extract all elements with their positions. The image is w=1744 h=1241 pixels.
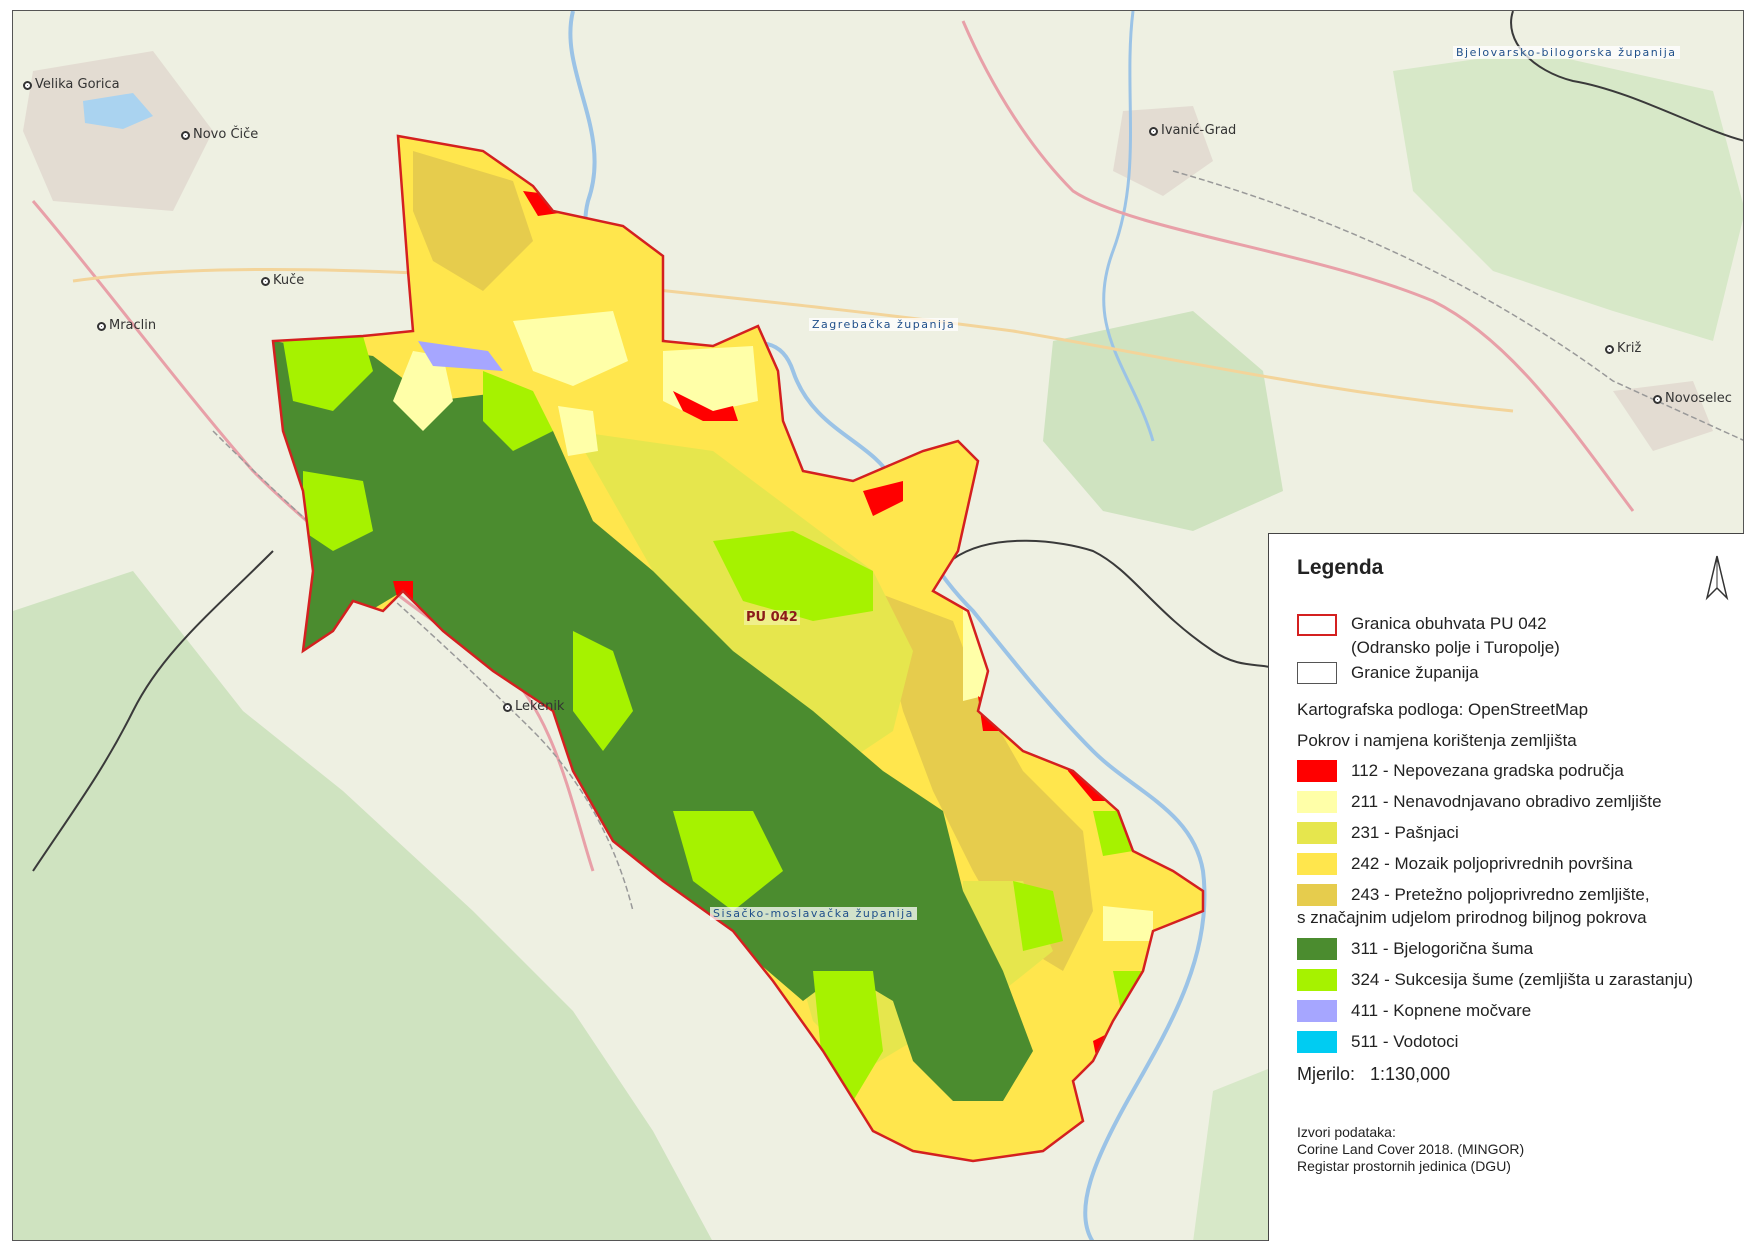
landcover-label: 324 - Sukcesija šume (zemljišta u zarast…: [1351, 970, 1694, 989]
source-item: Corine Land Cover 2018. (MINGOR): [1297, 1141, 1525, 1157]
landcover-title: Pokrov i namjena korištenja zemljišta: [1297, 731, 1577, 750]
county-label-zagreb: Zagrebačka županija: [809, 318, 959, 331]
basemap-urban-area: [1113, 106, 1213, 196]
county-boundary: [952, 539, 1282, 672]
basemap-lake: [83, 93, 153, 129]
basemap-urban-area: [1613, 381, 1713, 451]
county-boundary-label: Granice županija: [1351, 663, 1479, 682]
pu-boundary-label-1: Granica obuhvata PU 042: [1351, 614, 1547, 633]
landcover-label: 511 - Vodotoci: [1351, 1032, 1459, 1051]
landcover-112: [863, 481, 903, 516]
settlement-icon: [23, 81, 32, 90]
county-label-bjelovar: Bjelovarsko-bilogorska županija: [1453, 46, 1680, 59]
landcover-swatch: [1297, 1000, 1337, 1022]
pu-boundary-label-2: (Odransko polje i Turopolje): [1351, 638, 1560, 657]
place-label[interactable]: Lekenik: [503, 699, 564, 714]
place-label[interactable]: Novo Čiče: [181, 127, 258, 142]
place-label[interactable]: Mraclin: [97, 318, 156, 333]
basemap-railway: [212, 430, 634, 912]
landcover-label: 112 - Nepovezana gradska područja: [1351, 761, 1624, 780]
landcover-swatch: [1297, 884, 1337, 906]
basemap-forest-area: [13, 571, 712, 1240]
settlement-icon: [97, 322, 106, 331]
landcover-label: 243 - Pretežno poljoprivredno zemljište,: [1351, 885, 1650, 904]
legend-title: Legenda: [1297, 556, 1384, 579]
settlement-icon: [1149, 127, 1158, 136]
landcover-211: [513, 311, 628, 386]
landcover-label: 211 - Nenavodnjavano obradivo zemljište: [1351, 792, 1662, 811]
north-arrow-icon: [1705, 555, 1729, 601]
landcover-swatch: [1297, 938, 1337, 960]
place-label[interactable]: Križ: [1605, 341, 1641, 356]
basemap-road: [72, 267, 1514, 413]
landcover-label: 242 - Mozaik poljoprivrednih površina: [1351, 854, 1633, 873]
source-item: Registar prostornih jedinica (DGU): [1297, 1158, 1511, 1174]
basemap-urban-area: [23, 51, 213, 211]
landcover-swatch: [1297, 1031, 1337, 1053]
scale: Mjerilo: 1:130,000: [1297, 1064, 1451, 1084]
basemap-forest-area: [1393, 51, 1743, 341]
landcover-label: 311 - Bjelogorična šuma: [1351, 939, 1534, 958]
landcover-label: 411 - Kopnene močvare: [1351, 1001, 1532, 1020]
landcover-label: s značajnim udjelom prirodnog biljnog po…: [1297, 908, 1647, 927]
basemap-road: [961, 20, 1635, 512]
landcover-label: 231 - Pašnjaci: [1351, 823, 1459, 842]
landcover-243: [413, 151, 533, 291]
pu-boundary[interactable]: [271, 134, 1205, 1163]
landcover-324: [713, 531, 873, 621]
county-boundary: [1510, 11, 1743, 142]
landcover-swatch: [1297, 760, 1337, 782]
place-label[interactable]: Velika Gorica: [23, 77, 120, 92]
settlement-icon: [1653, 395, 1662, 404]
basemap-railway: [1172, 170, 1743, 441]
landcover-211: [393, 351, 453, 431]
landcover-324: [573, 631, 633, 751]
landcover-swatch: [1297, 822, 1337, 844]
landcover-324: [483, 371, 553, 451]
settlement-icon: [261, 277, 270, 286]
settlement-icon: [181, 131, 190, 140]
settlement-icon: [1605, 345, 1614, 354]
sources-title: Izvori podataka:: [1297, 1124, 1396, 1140]
basemap-credit: Kartografska podloga: OpenStreetMap: [1297, 700, 1589, 719]
landcover-swatch: [1297, 853, 1337, 875]
basemap-river: [1102, 11, 1155, 442]
landcover-324: [1013, 881, 1063, 951]
landcover-swatch: [1297, 791, 1337, 813]
county-boundary-swatch: [1297, 662, 1337, 684]
pu-boundary-swatch: [1297, 614, 1337, 636]
landcover-swatch: [1297, 969, 1337, 991]
landcover-211: [1103, 906, 1153, 941]
landcover-243: [873, 591, 1093, 971]
landcover-324: [283, 336, 373, 411]
landcover-112: [673, 391, 738, 421]
basemap-forest-area: [1043, 311, 1283, 531]
place-label[interactable]: Kuče: [261, 273, 304, 288]
landcover-324: [673, 811, 783, 911]
legend-panel: Legenda Granica obuhvata PU 042 (Odransk…: [1268, 533, 1744, 1241]
landcover-411: [418, 341, 503, 371]
settlement-icon: [503, 703, 512, 712]
place-label[interactable]: Novoselec: [1653, 391, 1732, 406]
pu-label: PU 042: [744, 610, 800, 625]
landcover-211: [558, 406, 598, 456]
landcover-324: [303, 471, 373, 551]
county-boundary: [32, 550, 274, 872]
county-label-sisak: Sisačko-moslavačka županija: [710, 907, 917, 920]
place-label[interactable]: Ivanić-Grad: [1149, 123, 1236, 138]
